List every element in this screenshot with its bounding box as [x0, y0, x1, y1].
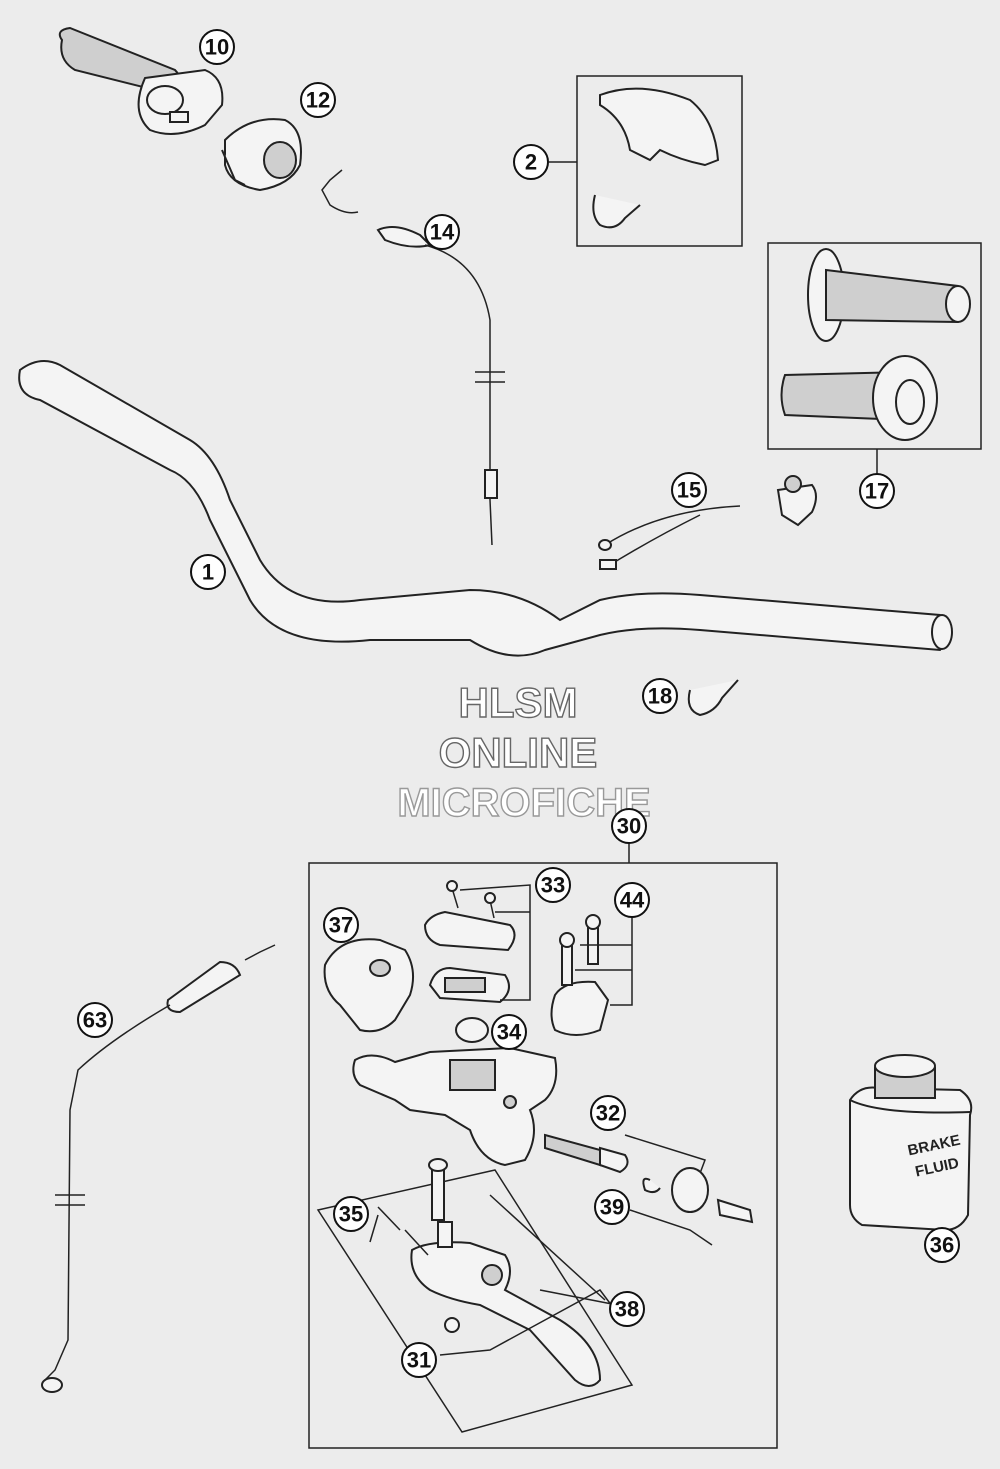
- callout-17: 17: [859, 473, 895, 509]
- svg-text:34: 34: [497, 1020, 522, 1045]
- svg-text:30: 30: [617, 814, 641, 839]
- callout-44: 44: [614, 882, 650, 918]
- callout-10: 10: [199, 29, 235, 65]
- svg-text:35: 35: [339, 1202, 363, 1227]
- svg-text:15: 15: [677, 478, 701, 503]
- callout-31: 31: [401, 1342, 437, 1378]
- cable-tie: [687, 679, 739, 717]
- throttle-housing: [221, 118, 302, 192]
- callout-2: 2: [513, 144, 549, 180]
- svg-text:36: 36: [930, 1233, 954, 1258]
- callout-30: 30: [611, 808, 647, 844]
- svg-text:10: 10: [205, 35, 229, 60]
- svg-text:14: 14: [430, 220, 455, 245]
- callout-34: 34: [491, 1014, 527, 1050]
- callout-32: 32: [590, 1095, 626, 1131]
- svg-text:33: 33: [541, 873, 565, 898]
- callout-14: 14: [424, 214, 460, 250]
- callout-36: 36: [924, 1227, 960, 1263]
- callout-15: 15: [671, 472, 707, 508]
- grip-set: [767, 242, 982, 450]
- master-cylinder-assembly: [308, 843, 778, 1449]
- svg-text:2: 2: [525, 150, 537, 175]
- svg-text:1: 1: [202, 560, 214, 585]
- callout-18: 18: [642, 678, 678, 714]
- svg-text:12: 12: [306, 88, 330, 113]
- svg-text:18: 18: [648, 684, 672, 709]
- watermark: HLSM ONLINE MICROFICHE: [397, 678, 652, 825]
- callout-39: 39: [594, 1189, 630, 1225]
- svg-text:63: 63: [83, 1008, 107, 1033]
- watermark-line1: HLSM: [459, 679, 578, 726]
- watermark-line3: MICROFICHE: [397, 781, 650, 825]
- callout-35: 35: [333, 1196, 369, 1232]
- kill-switch: [598, 475, 817, 570]
- handlebar: [18, 360, 953, 657]
- watermark-line2: ONLINE: [439, 729, 598, 776]
- brake-fluid-container: BRAKE FLUID: [849, 1054, 973, 1232]
- svg-text:38: 38: [615, 1297, 639, 1322]
- callout-63: 63: [77, 1002, 113, 1038]
- callout-38: 38: [609, 1291, 645, 1327]
- throttle-cable: [321, 169, 505, 546]
- svg-text:39: 39: [600, 1195, 624, 1220]
- svg-text:32: 32: [596, 1101, 620, 1126]
- handguard-kit: [576, 75, 743, 247]
- callout-33: 33: [535, 867, 571, 903]
- callout-37: 37: [323, 907, 359, 943]
- svg-text:37: 37: [329, 913, 353, 938]
- brake-hose: [41, 944, 276, 1393]
- callout-1: 1: [190, 554, 226, 590]
- svg-text:44: 44: [620, 888, 645, 913]
- svg-text:17: 17: [865, 479, 889, 504]
- svg-text:31: 31: [407, 1348, 431, 1373]
- callout-12: 12: [300, 82, 336, 118]
- leader-lines: [369, 161, 878, 1356]
- throttle-grip: [58, 26, 224, 135]
